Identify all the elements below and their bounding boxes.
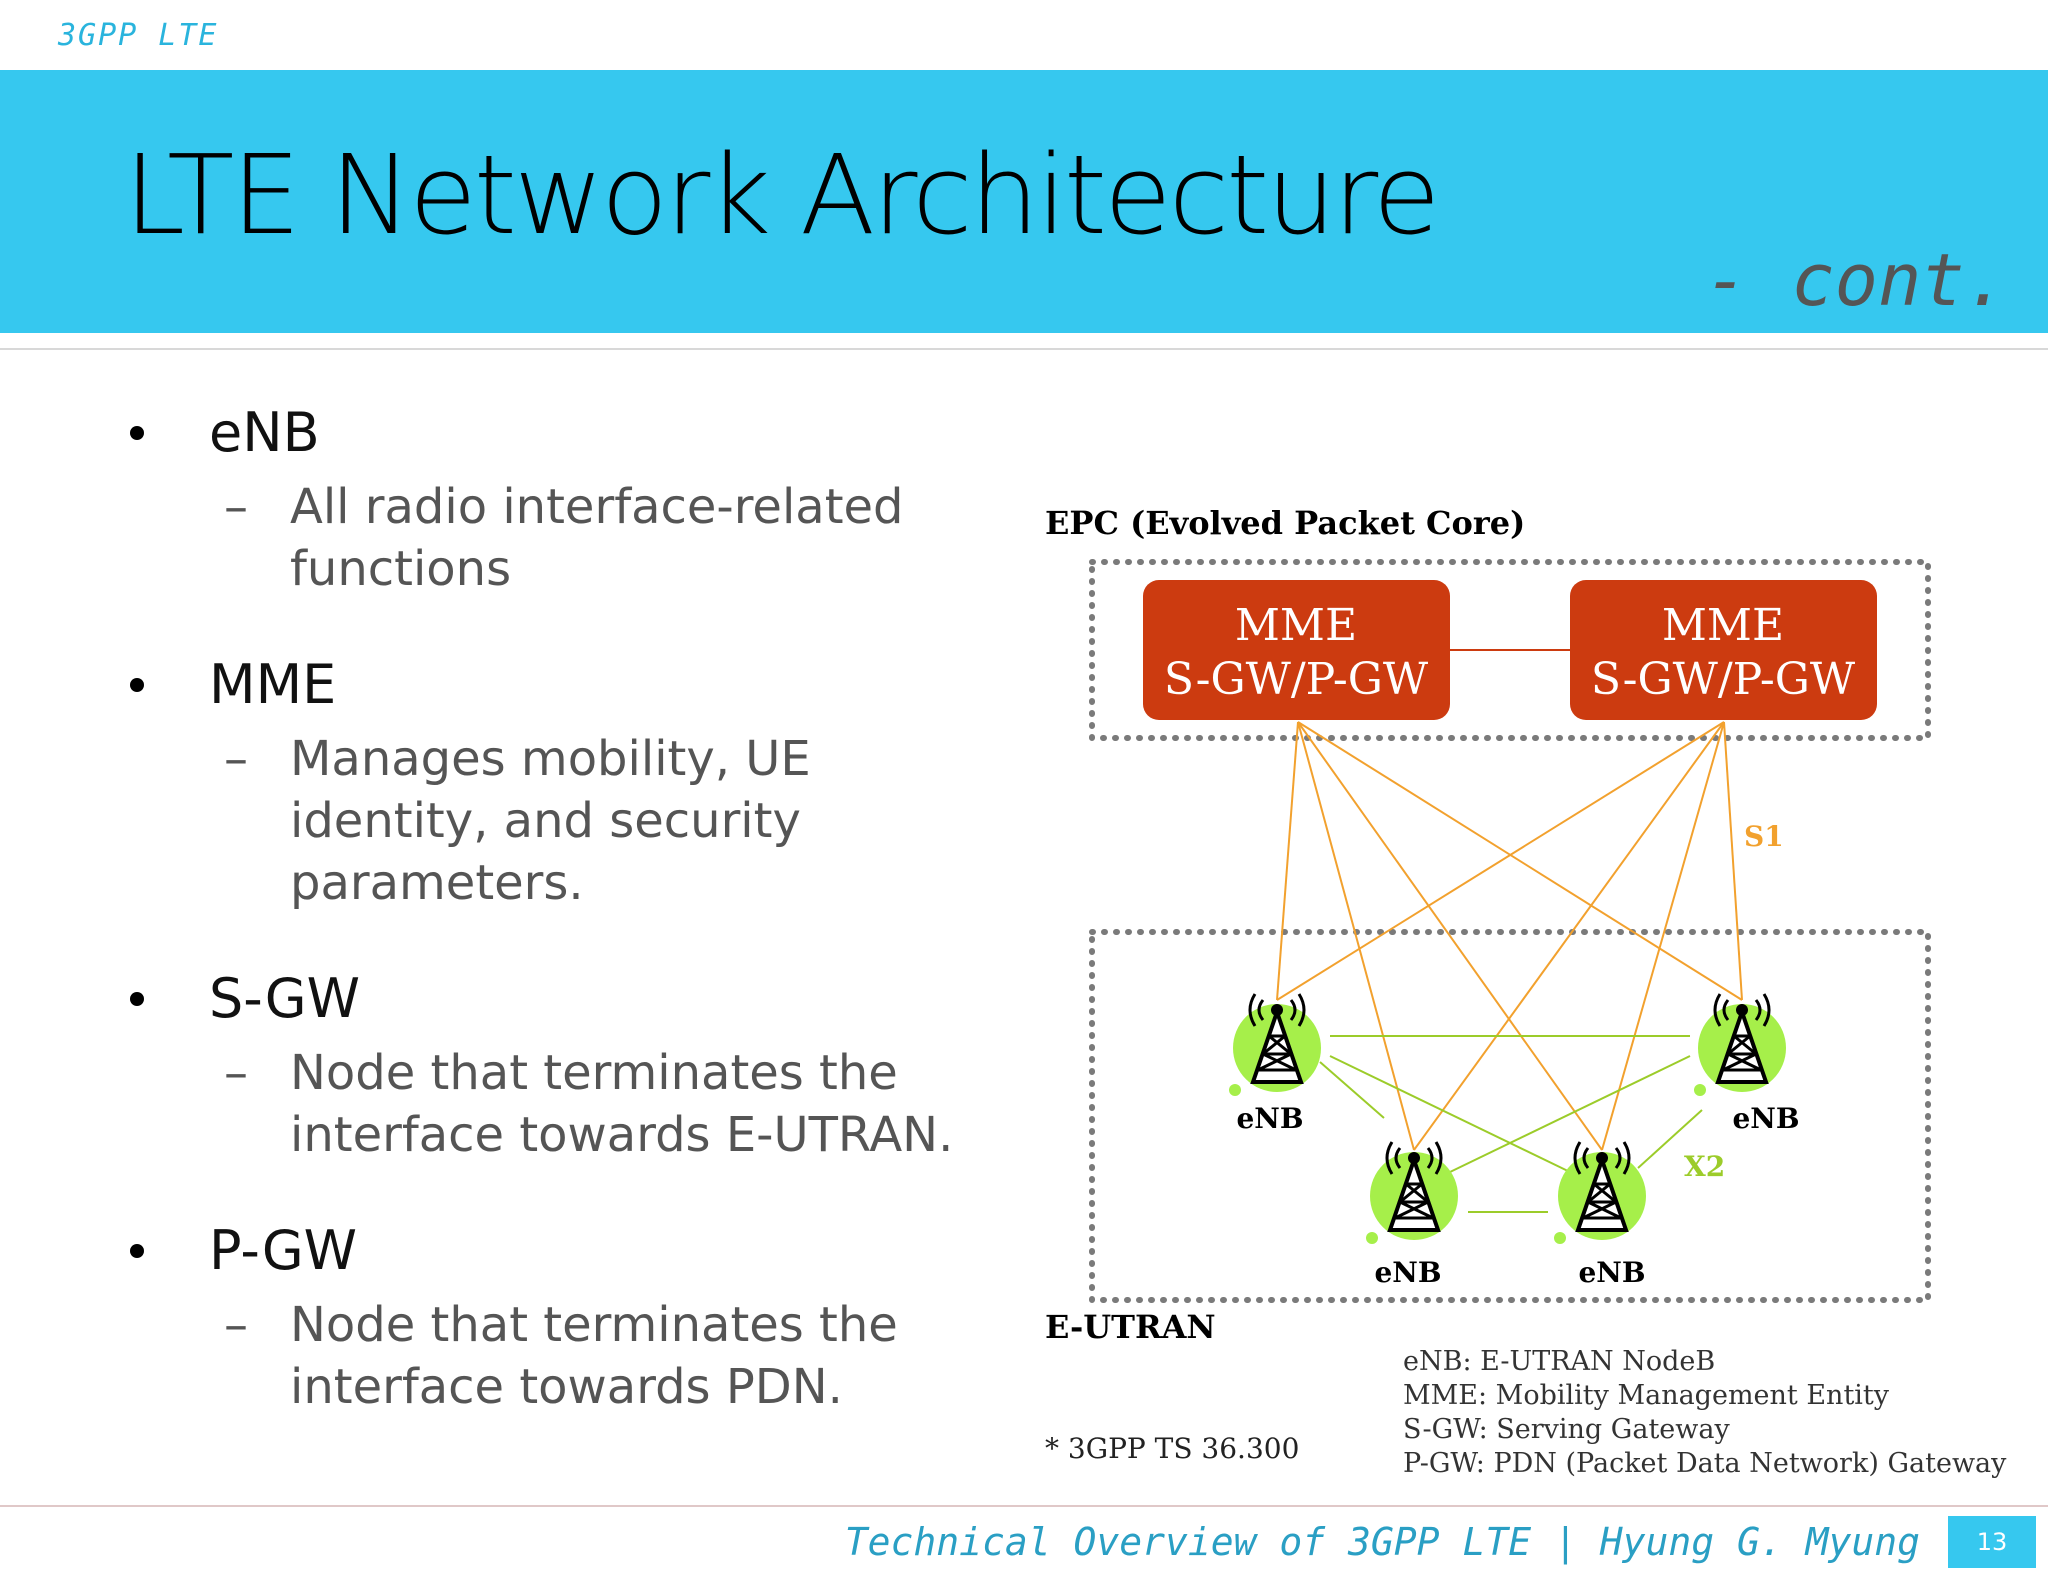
- enb-node: [1366, 1140, 1458, 1244]
- x2-links: [1319, 1035, 1703, 1213]
- dash-icon: –: [224, 1297, 248, 1353]
- bullet-item: eNB –All radio interface-related functio…: [128, 398, 1008, 600]
- epc-label: EPC (Evolved Packet Core): [1045, 504, 1525, 542]
- dash-icon: –: [224, 479, 248, 535]
- core-node-mme-gw: MME S-GW/P-GW: [1143, 580, 1450, 720]
- core-node-line1: MME: [1662, 600, 1784, 651]
- slide-title: LTE Network Architecture: [124, 131, 1440, 259]
- s1-interface-label: S1: [1744, 820, 1784, 853]
- enb-label: eNB: [1374, 1256, 1441, 1289]
- footer-divider: [0, 1505, 2048, 1507]
- core-node-line1: MME: [1235, 600, 1357, 651]
- eutran-boundary: [1089, 929, 1931, 1303]
- s1-links: [1276, 721, 1743, 1151]
- dash-icon: –: [224, 1045, 248, 1101]
- legend-item: eNB: E-UTRAN NodeB: [1403, 1346, 1715, 1377]
- epc-boundary: [1089, 559, 1931, 741]
- bullet-dot-icon: [130, 992, 144, 1006]
- bullet-item: MME –Manages mobility, UE identity, and …: [128, 650, 1008, 914]
- bullet-label: MME: [209, 653, 337, 716]
- x2-interface-label: X2: [1684, 1150, 1725, 1183]
- bullet-description: Node that terminates the interface towar…: [290, 1045, 954, 1163]
- bullet-dot-icon: [130, 678, 144, 692]
- enb-node: [1554, 1140, 1646, 1244]
- top-label: 3GPP LTE: [58, 18, 219, 53]
- core-node-mme-gw: MME S-GW/P-GW: [1570, 580, 1877, 720]
- bullet-list: eNB –All radio interface-related functio…: [128, 398, 1008, 1468]
- reference-note: * 3GPP TS 36.300: [1045, 1432, 1299, 1465]
- page-number: 13: [1948, 1516, 2036, 1568]
- bullet-item: S-GW –Node that terminates the interface…: [128, 964, 1008, 1166]
- bullet-description: All radio interface-related functions: [290, 479, 904, 597]
- bullet-description: Node that terminates the interface towar…: [290, 1297, 898, 1415]
- footer-title: Technical Overview of 3GPP LTE | Hyung G…: [844, 1520, 1920, 1564]
- legend-item: S-GW: Serving Gateway: [1403, 1414, 1730, 1445]
- legend-item: MME: Mobility Management Entity: [1403, 1380, 1890, 1411]
- enb-label: eNB: [1236, 1102, 1303, 1135]
- eutran-label: E-UTRAN: [1045, 1308, 1216, 1346]
- bullet-description: Manages mobility, UE identity, and secur…: [290, 731, 811, 911]
- core-node-line2: S-GW/P-GW: [1591, 654, 1856, 705]
- bullet-dot-icon: [130, 1244, 144, 1258]
- bullet-item: P-GW –Node that terminates the interface…: [128, 1216, 1008, 1418]
- enb-node: [1694, 992, 1786, 1096]
- enb-node: [1229, 992, 1321, 1096]
- title-bar: [0, 70, 2048, 333]
- enb-label: eNB: [1732, 1102, 1799, 1135]
- dash-icon: –: [224, 731, 248, 787]
- bullet-label: P-GW: [209, 1219, 358, 1282]
- core-node-line2: S-GW/P-GW: [1164, 654, 1429, 705]
- bullet-label: S-GW: [209, 967, 360, 1030]
- title-suffix: - cont.: [1704, 238, 2008, 322]
- legend-item: P-GW: PDN (Packet Data Network) Gateway: [1403, 1448, 2007, 1479]
- bullet-label: eNB: [209, 401, 320, 464]
- bullet-dot-icon: [130, 426, 144, 440]
- title-divider: [0, 348, 2048, 350]
- enb-label: eNB: [1578, 1256, 1645, 1289]
